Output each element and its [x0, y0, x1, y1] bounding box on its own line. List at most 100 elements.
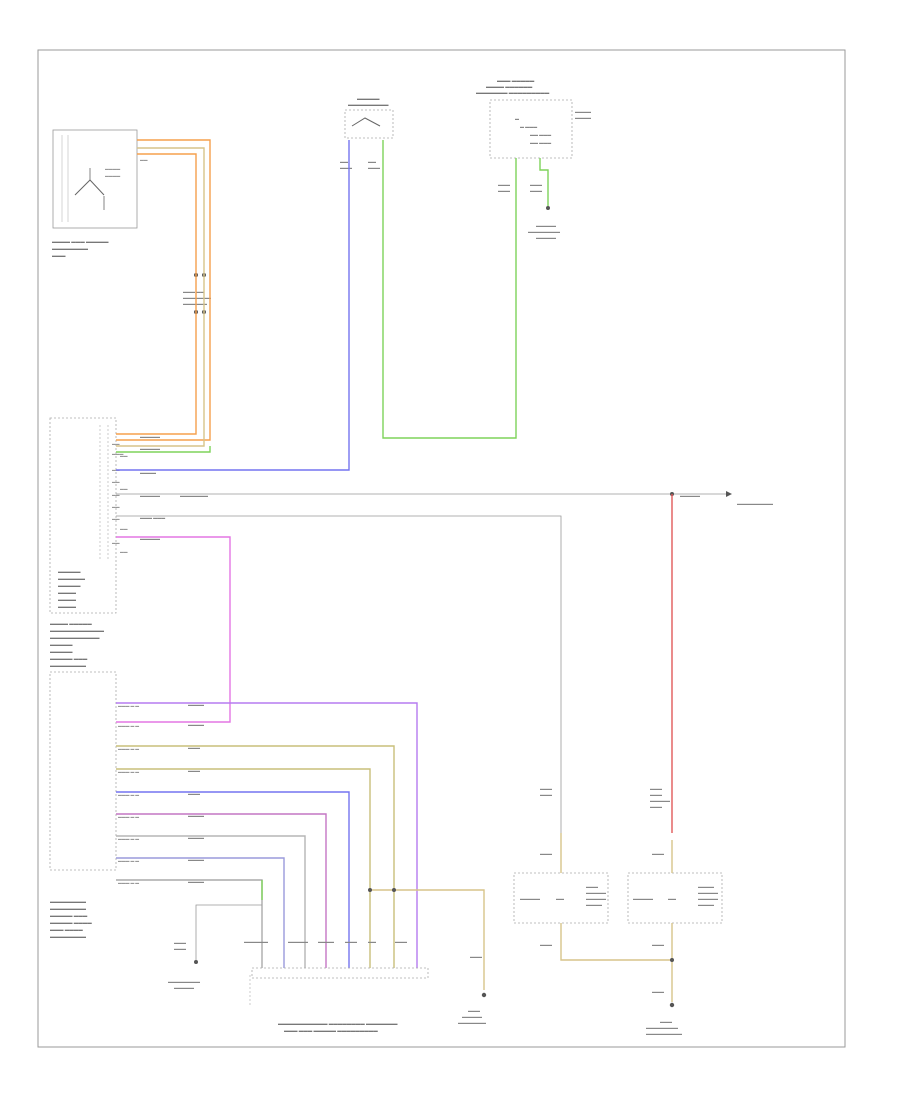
svg-text:▬▬▬▬▬▬▬: ▬▬▬▬▬▬▬ — [458, 1020, 486, 1025]
svg-text:▬▬▬▬▬: ▬▬▬▬▬ — [140, 536, 160, 541]
svg-text:▬▬▬ ▬▬: ▬▬▬ ▬▬ — [183, 289, 204, 294]
svg-text:▬▬: ▬▬ — [120, 454, 128, 458]
svg-text:▬▬▬▬▬ ▬▬▬▬: ▬▬▬▬▬ ▬▬▬▬ — [50, 920, 92, 925]
svg-text:▬▬▬▬: ▬▬▬▬ — [575, 109, 591, 114]
svg-text:▬▬▬▬▬: ▬▬▬▬▬ — [174, 985, 194, 990]
svg-text:▬▬▬▬: ▬▬▬▬ — [318, 939, 334, 944]
svg-text:▬▬▬▬▬: ▬▬▬▬▬ — [520, 896, 540, 901]
svg-text:▬▬▬▬▬: ▬▬▬▬▬ — [536, 223, 556, 228]
body-control-module: ▬▬ ▬▬▬ ▬▬ ▬▬ ▬▬ ▬▬ ▬▬ ▬▬ ▬▬ ▬▬ ▬▬ ▬▬ ▬▬▬… — [49, 417, 128, 668]
svg-text:▬▬▬: ▬▬▬ — [188, 768, 200, 773]
svg-text:▬▬▬: ▬▬▬ — [652, 942, 664, 947]
tcm-shifter-bundle: ▬▬▬▬ ▬▬▬▬ ▬▬▬ ▬▬▬ ▬▬▬ ▬▬▬▬ ▬▬▬▬ ▬▬▬▬ ▬▬▬… — [116, 702, 418, 990]
svg-text:▬▬▬▬▬: ▬▬▬▬▬ — [58, 583, 81, 588]
svg-text:▬▬▬: ▬▬▬ — [586, 884, 598, 889]
svg-text:▬▬▬▬: ▬▬▬▬ — [188, 879, 204, 884]
svg-text:▬▬▬: ▬▬▬ — [650, 792, 662, 797]
svg-text:▬▬▬▬: ▬▬▬▬ — [105, 174, 120, 178]
diagram-frame — [37, 49, 846, 1048]
svg-text:▬▬▬▬▬▬: ▬▬▬▬▬▬ — [58, 576, 86, 581]
svg-text:▬▬▬▬▬▬▬ ▬▬▬▬▬▬▬▬▬: ▬▬▬▬▬▬▬ ▬▬▬▬▬▬▬▬▬ — [476, 90, 550, 95]
svg-text:▬▬▬: ▬▬▬ — [498, 182, 510, 187]
svg-text:▬▬▬▬▬▬▬▬▬: ▬▬▬▬▬▬▬▬▬ — [737, 501, 773, 506]
svg-text:▬▬▬: ▬▬▬ — [540, 792, 552, 797]
svg-text:▬▬▬▬▬: ▬▬▬▬▬ — [680, 493, 700, 498]
svg-text:▬▬▬: ▬▬▬ — [540, 786, 552, 791]
svg-text:▬▬▬▬: ▬▬▬▬ — [58, 604, 77, 609]
svg-text:▬▬▬: ▬▬▬ — [652, 851, 664, 856]
svg-text:▬▬▬▬▬: ▬▬▬▬▬ — [140, 493, 160, 498]
svg-text:▬▬▬▬: ▬▬▬▬ — [188, 857, 204, 862]
svg-text:▬▬▬: ▬▬▬ — [540, 942, 552, 947]
svg-text:▬▬: ▬▬ — [112, 480, 120, 484]
svg-text:▬▬: ▬▬ — [112, 505, 120, 509]
svg-text:▬▬▬▬▬▬▬: ▬▬▬▬▬▬▬ — [183, 295, 211, 300]
svg-text:▬▬▬▬: ▬▬▬▬ — [140, 470, 156, 475]
svg-text:▬▬▬▬▬▬▬▬: ▬▬▬▬▬▬▬▬ — [50, 906, 87, 911]
svg-text:▬▬: ▬▬ — [112, 493, 120, 497]
svg-text:▬▬▬ ▬ ▬: ▬▬▬ ▬ ▬ — [118, 881, 139, 885]
svg-text:▬▬▬ ▬▬▬: ▬▬▬ ▬▬▬ — [140, 515, 165, 520]
svg-text:▬▬▬▬▬: ▬▬▬▬▬ — [50, 649, 73, 654]
bcm-tcm-wire: ▬▬▬▬▬ — [116, 536, 231, 723]
svg-text:▬▬▬▬▬▬▬▬: ▬▬▬▬▬▬▬▬ — [50, 663, 87, 668]
svg-text:▬▬▬▬▬: ▬▬▬▬▬ — [536, 235, 556, 240]
svg-text:▬▬▬ ▬ ▬: ▬▬▬ ▬ ▬ — [118, 815, 139, 819]
svg-text:▬▬▬▬▬▬: ▬▬▬▬▬▬ — [183, 301, 207, 306]
svg-text:▬▬▬▬▬: ▬▬▬▬▬ — [140, 434, 160, 439]
svg-text:▬▬▬: ▬▬▬ — [540, 851, 552, 856]
svg-text:▬▬▬▬▬: ▬▬▬▬▬ — [650, 798, 670, 803]
svg-text:▬▬▬: ▬▬▬ — [530, 182, 542, 187]
svg-text:▬▬▬▬▬: ▬▬▬▬▬ — [50, 642, 73, 647]
svg-text:▬▬▬: ▬▬▬ — [188, 745, 200, 750]
svg-text:▬▬: ▬▬ — [120, 527, 128, 531]
svg-text:▬▬ ▬▬▬: ▬▬ ▬▬▬ — [530, 140, 551, 145]
svg-text:▬▬▬▬▬: ▬▬▬▬▬ — [633, 896, 653, 901]
svg-text:▬▬▬▬▬: ▬▬▬▬▬ — [462, 1014, 482, 1019]
svg-text:▬▬▬▬ ▬▬▬ ▬▬▬▬▬: ▬▬▬▬ ▬▬▬ ▬▬▬▬▬ — [52, 239, 109, 244]
svg-text:▬ ▬▬▬: ▬ ▬▬▬ — [520, 124, 537, 129]
svg-text:▬▬: ▬▬ — [112, 442, 120, 446]
svg-text:▬▬▬: ▬▬▬ — [174, 946, 186, 951]
svg-text:▬▬▬▬: ▬▬▬▬ — [105, 167, 120, 171]
svg-text:▬▬▬ ▬ ▬: ▬▬▬ ▬ ▬ — [118, 770, 139, 774]
svg-text:▬▬▬: ▬▬▬ — [395, 939, 407, 944]
shifter-mid-ground-wire: ▬▬▬ ▬▬▬ ▬▬▬▬▬ ▬▬▬▬▬▬▬ — [368, 888, 487, 1025]
svg-text:▬▬: ▬▬ — [340, 159, 348, 164]
bus-wire: ▬▬▬▬▬ ▬▬▬▬▬▬▬ ▬▬▬▬▬ ▬▬▬▬▬▬▬▬▬ — [116, 491, 773, 506]
svg-text:▬▬▬ ▬ ▬: ▬▬▬ ▬ ▬ — [118, 859, 139, 863]
svg-text:▬▬▬▬▬▬▬▬: ▬▬▬▬▬▬▬▬ — [528, 229, 560, 234]
junction-box-component: ▬▬▬ ▬▬▬▬▬ ▬▬▬▬ ▬▬▬▬▬▬ ▬▬▬▬▬▬▬ ▬▬▬▬▬▬▬▬▬ … — [476, 78, 591, 240]
svg-text:▬▬▬▬▬: ▬▬▬▬▬ — [586, 890, 606, 895]
svg-text:▬▬: ▬▬ — [112, 517, 120, 521]
svg-text:▬▬▬▬▬ ▬▬▬: ▬▬▬▬▬ ▬▬▬ — [50, 656, 88, 661]
svg-text:▬▬▬: ▬▬▬ — [650, 786, 662, 791]
brake-switch-component: ▬▬▬▬▬ ▬▬▬▬▬▬▬▬▬ ▬▬ ▬▬▬ ▬▬ ▬▬▬ — [340, 96, 394, 170]
svg-text:▬▬▬▬▬: ▬▬▬▬▬ — [140, 446, 160, 451]
svg-text:▬▬▬ ▬▬▬▬▬: ▬▬▬ ▬▬▬▬▬ — [497, 78, 535, 83]
svg-text:▬▬▬▬▬: ▬▬▬▬▬ — [698, 890, 718, 895]
svg-text:▬▬▬ ▬ ▬: ▬▬▬ ▬ ▬ — [118, 704, 139, 708]
svg-text:▬▬: ▬▬ — [112, 541, 120, 545]
svg-text:▬▬▬▬▬: ▬▬▬▬▬ — [698, 896, 718, 901]
svg-text:▬▬▬ ▬ ▬: ▬▬▬ ▬ ▬ — [118, 837, 139, 841]
svg-text:▬▬▬: ▬▬▬ — [52, 253, 66, 258]
svg-text:▬▬▬: ▬▬▬ — [530, 188, 542, 193]
svg-text:▬▬▬▬▬▬▬▬▬▬▬: ▬▬▬▬▬▬▬▬▬▬▬ — [50, 635, 100, 640]
svg-text:▬▬▬▬: ▬▬▬▬ — [586, 902, 602, 907]
lamp-left-feed: ▬▬▬ ▬▬▬ — [116, 515, 562, 833]
svg-text:▬▬▬ ▬▬▬ ▬▬▬▬▬ ▬▬▬▬▬▬▬▬▬: ▬▬▬ ▬▬▬ ▬▬▬▬▬ ▬▬▬▬▬▬▬▬▬ — [284, 1028, 378, 1033]
svg-text:▬▬▬: ▬▬▬ — [188, 791, 200, 796]
seat-belt-wires: ▬▬▬▬▬ ▬▬▬▬▬ — [116, 139, 211, 453]
svg-text:▬▬: ▬▬ — [556, 896, 564, 901]
svg-text:▬▬▬▬▬: ▬▬▬▬▬ — [58, 569, 81, 574]
svg-text:▬▬▬▬▬▬▬▬▬: ▬▬▬▬▬▬▬▬▬ — [646, 1031, 682, 1036]
junction-green-wire — [382, 140, 549, 439]
svg-text:▬▬▬▬▬: ▬▬▬▬▬ — [586, 896, 606, 901]
svg-text:▬▬▬▬: ▬▬▬▬ — [58, 597, 77, 602]
svg-text:▬▬▬▬: ▬▬▬▬ — [698, 884, 714, 889]
svg-text:▬▬▬: ▬▬▬ — [340, 165, 352, 170]
svg-text:▬▬▬▬▬: ▬▬▬▬▬ — [357, 96, 380, 101]
svg-text:▬▬▬▬▬▬▬▬: ▬▬▬▬▬▬▬▬ — [50, 934, 87, 939]
